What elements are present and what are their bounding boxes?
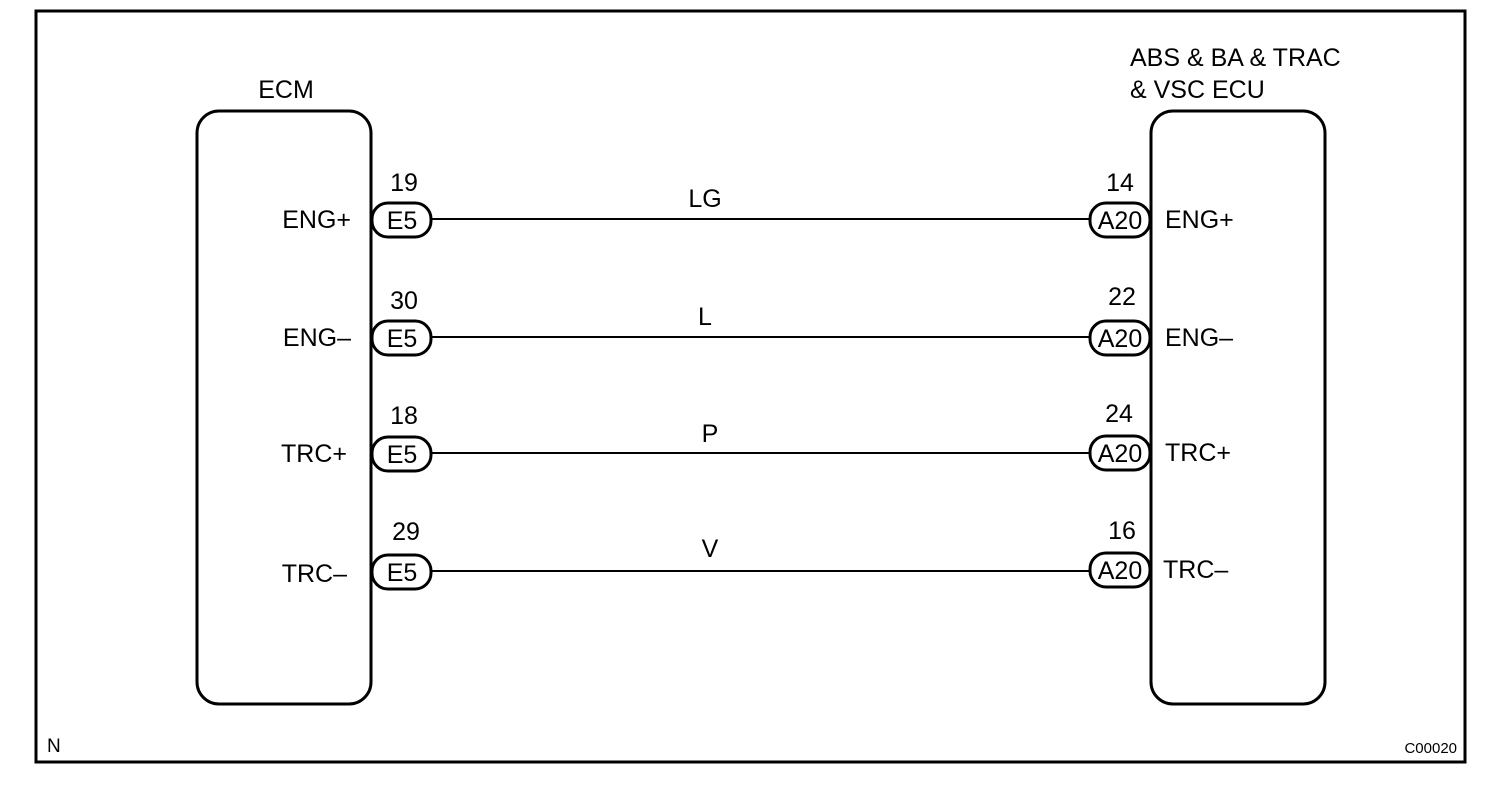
wire-color-label: LG (688, 185, 721, 213)
right-pin-signal: TRC+ (1165, 439, 1231, 467)
right-ecu-title-line2: & VSC ECU (1130, 76, 1265, 104)
left-connector-badge (370, 553, 433, 591)
left-pin-number: 29 (392, 518, 420, 546)
left-ecu-title: ECM (258, 76, 314, 104)
right-pin-number: 14 (1106, 169, 1134, 197)
left-connector-label: E5 (387, 559, 418, 587)
right-connector-label: A20 (1098, 325, 1142, 353)
right-pin-number: 16 (1108, 517, 1136, 545)
circuit-row: V TRC– 29 E5 16 A20 TRC– (282, 517, 1228, 591)
left-connector-label: E5 (387, 325, 418, 353)
right-pin-signal: ENG+ (1165, 206, 1234, 234)
right-connector-label: A20 (1098, 557, 1142, 585)
wire-color-label: V (702, 535, 719, 563)
right-ecu-box (1149, 109, 1327, 706)
right-pin-number: 24 (1105, 400, 1133, 428)
wire-color-label: L (698, 303, 712, 331)
left-pin-signal: TRC– (282, 560, 347, 588)
right-ecu-title-line1: ABS & BA & TRAC (1130, 44, 1341, 72)
right-connector-badge (1088, 434, 1152, 472)
wire-color-label: P (702, 420, 719, 448)
left-pin-signal: ENG+ (282, 206, 351, 234)
left-pin-number: 18 (390, 402, 418, 430)
right-connector-badge (1088, 201, 1152, 239)
circuit-row: L ENG– 30 E5 22 A20 ENG– (283, 283, 1233, 357)
left-connector-badge (370, 435, 433, 473)
left-connector-badge (370, 319, 433, 357)
left-pin-number: 19 (390, 169, 418, 197)
left-connector-badge (370, 201, 433, 239)
right-connector-badge (1088, 551, 1152, 589)
figure-code: C00020 (1404, 740, 1457, 757)
left-ecu-box (195, 109, 373, 706)
left-pin-number: 30 (390, 287, 418, 315)
right-pin-signal: TRC– (1163, 556, 1228, 584)
corner-letter: N (47, 736, 61, 757)
right-connector-label: A20 (1098, 440, 1142, 468)
left-connector-label: E5 (387, 207, 418, 235)
left-connector-label: E5 (387, 441, 418, 469)
diagram-frame (34, 9, 1467, 764)
right-pin-signal: ENG– (1165, 324, 1233, 352)
right-pin-number: 22 (1108, 283, 1136, 311)
circuit-row: P TRC+ 18 E5 24 A20 TRC+ (281, 400, 1231, 473)
left-pin-signal: TRC+ (281, 440, 347, 468)
right-connector-label: A20 (1098, 207, 1142, 235)
circuit-row: LG ENG+ 19 E5 14 A20 ENG+ (282, 169, 1234, 239)
left-pin-signal: ENG– (283, 324, 351, 352)
right-connector-badge (1088, 319, 1152, 357)
